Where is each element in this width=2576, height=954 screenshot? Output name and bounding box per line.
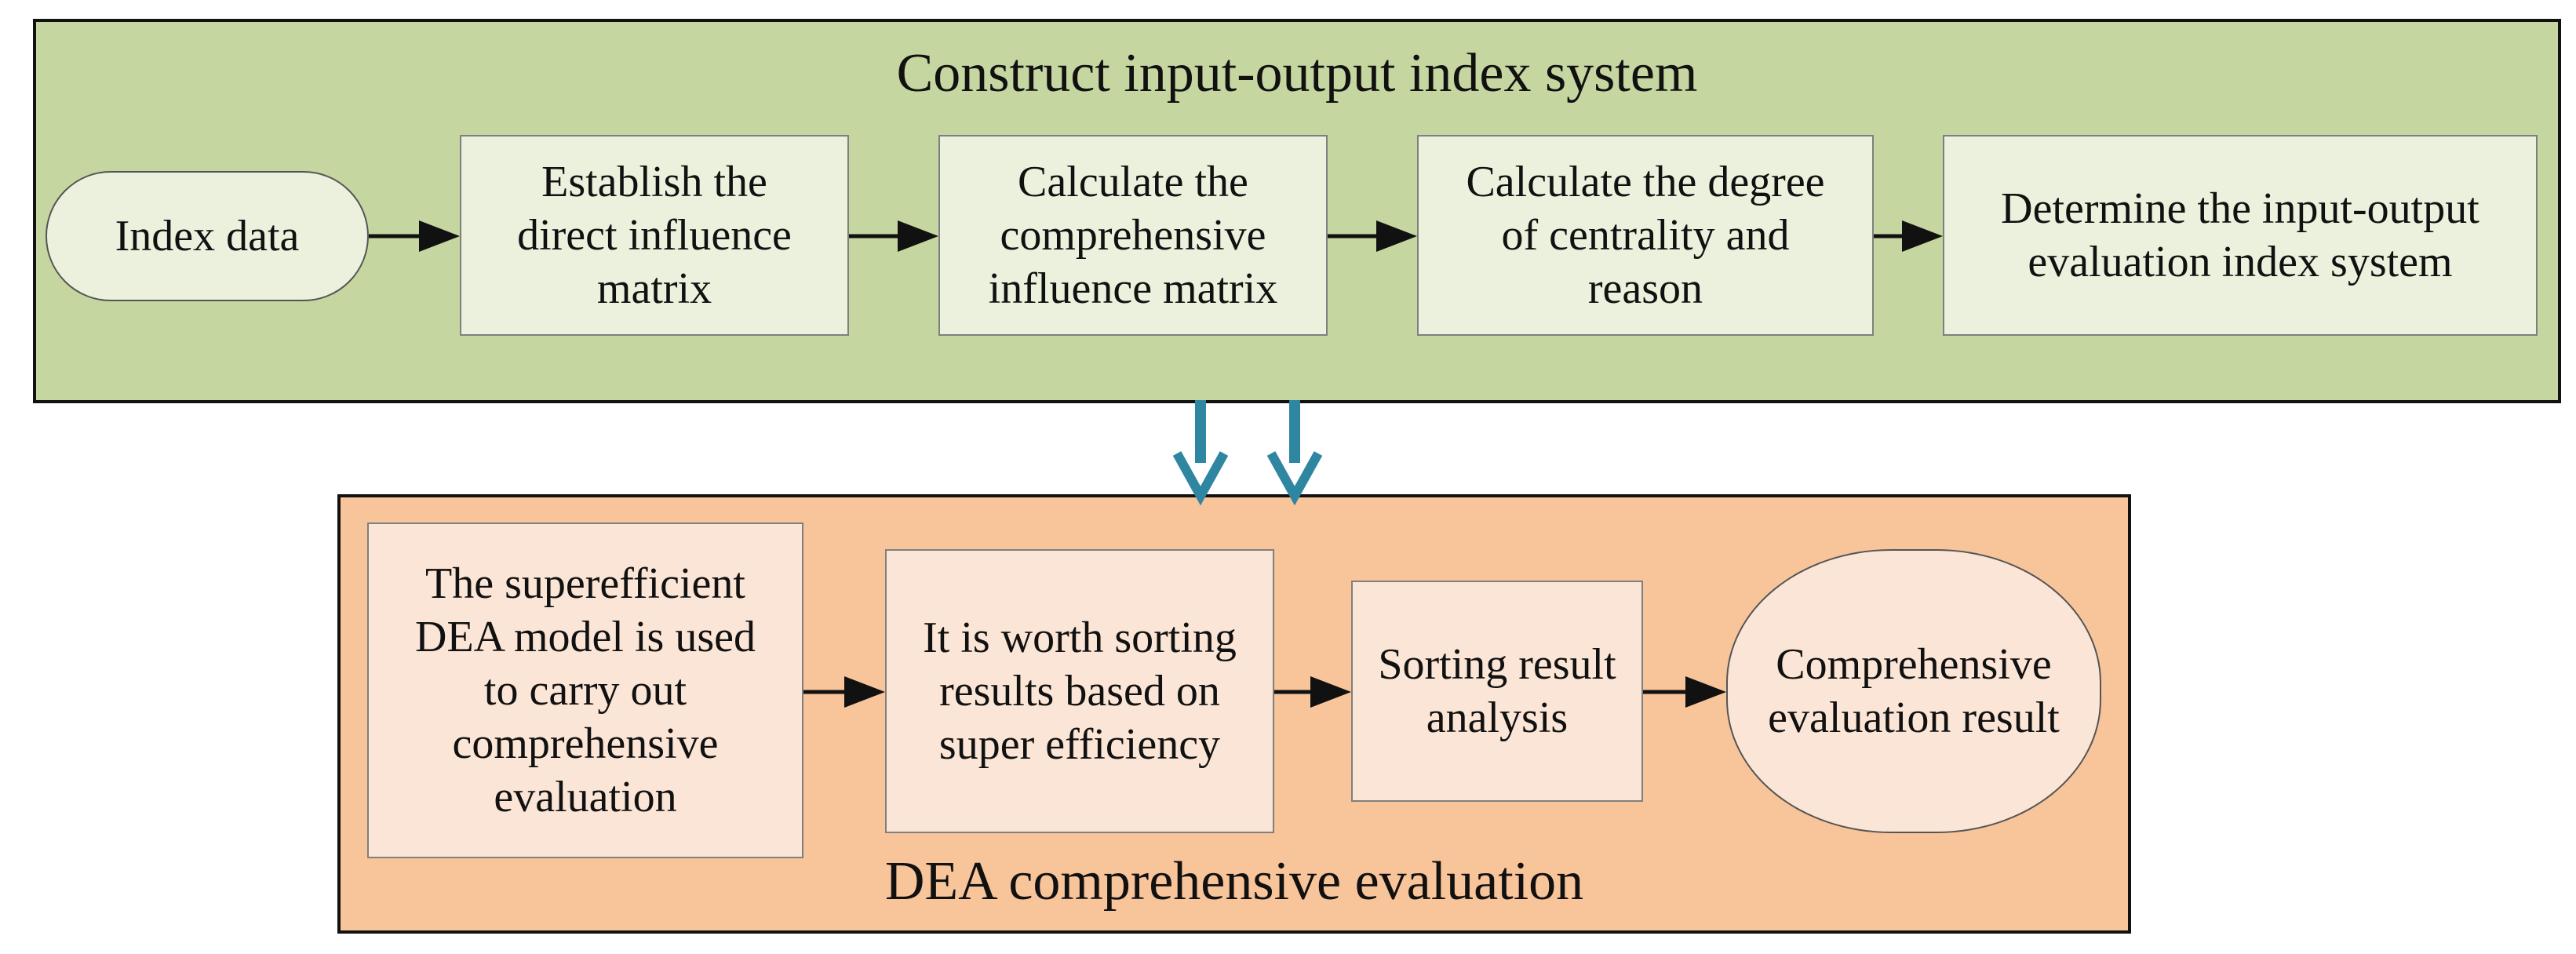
node-superefficient-dea-evaluation: The superefficient DEA model is used to … (367, 523, 803, 858)
top-section-title: Construct input-output index system (896, 43, 1698, 104)
bottom-section-title: DEA comprehensive evaluation (884, 851, 1584, 912)
node-comprehensive-evaluation-result: Comprehensive evaluation result (1726, 549, 2101, 833)
connector-arrow-right (1266, 400, 1323, 506)
node-determine-index-system: Determine the input-output evaluation in… (1943, 135, 2538, 336)
node-establish-direct-influence-matrix: Establish the direct influence matrix (460, 135, 849, 336)
node-index-data: Index data (46, 171, 369, 301)
node-sorting-result-analysis: Sorting result analysis (1351, 581, 1643, 802)
node-calculate-comprehensive-influence-matrix: Calculate the comprehensive influence ma… (938, 135, 1328, 336)
node-sorting-results-super-efficiency: It is worth sorting results based on sup… (885, 549, 1274, 833)
node-calculate-centrality-and-reason: Calculate the degree of centrality and r… (1417, 135, 1874, 336)
connector-arrow-left (1172, 400, 1229, 506)
